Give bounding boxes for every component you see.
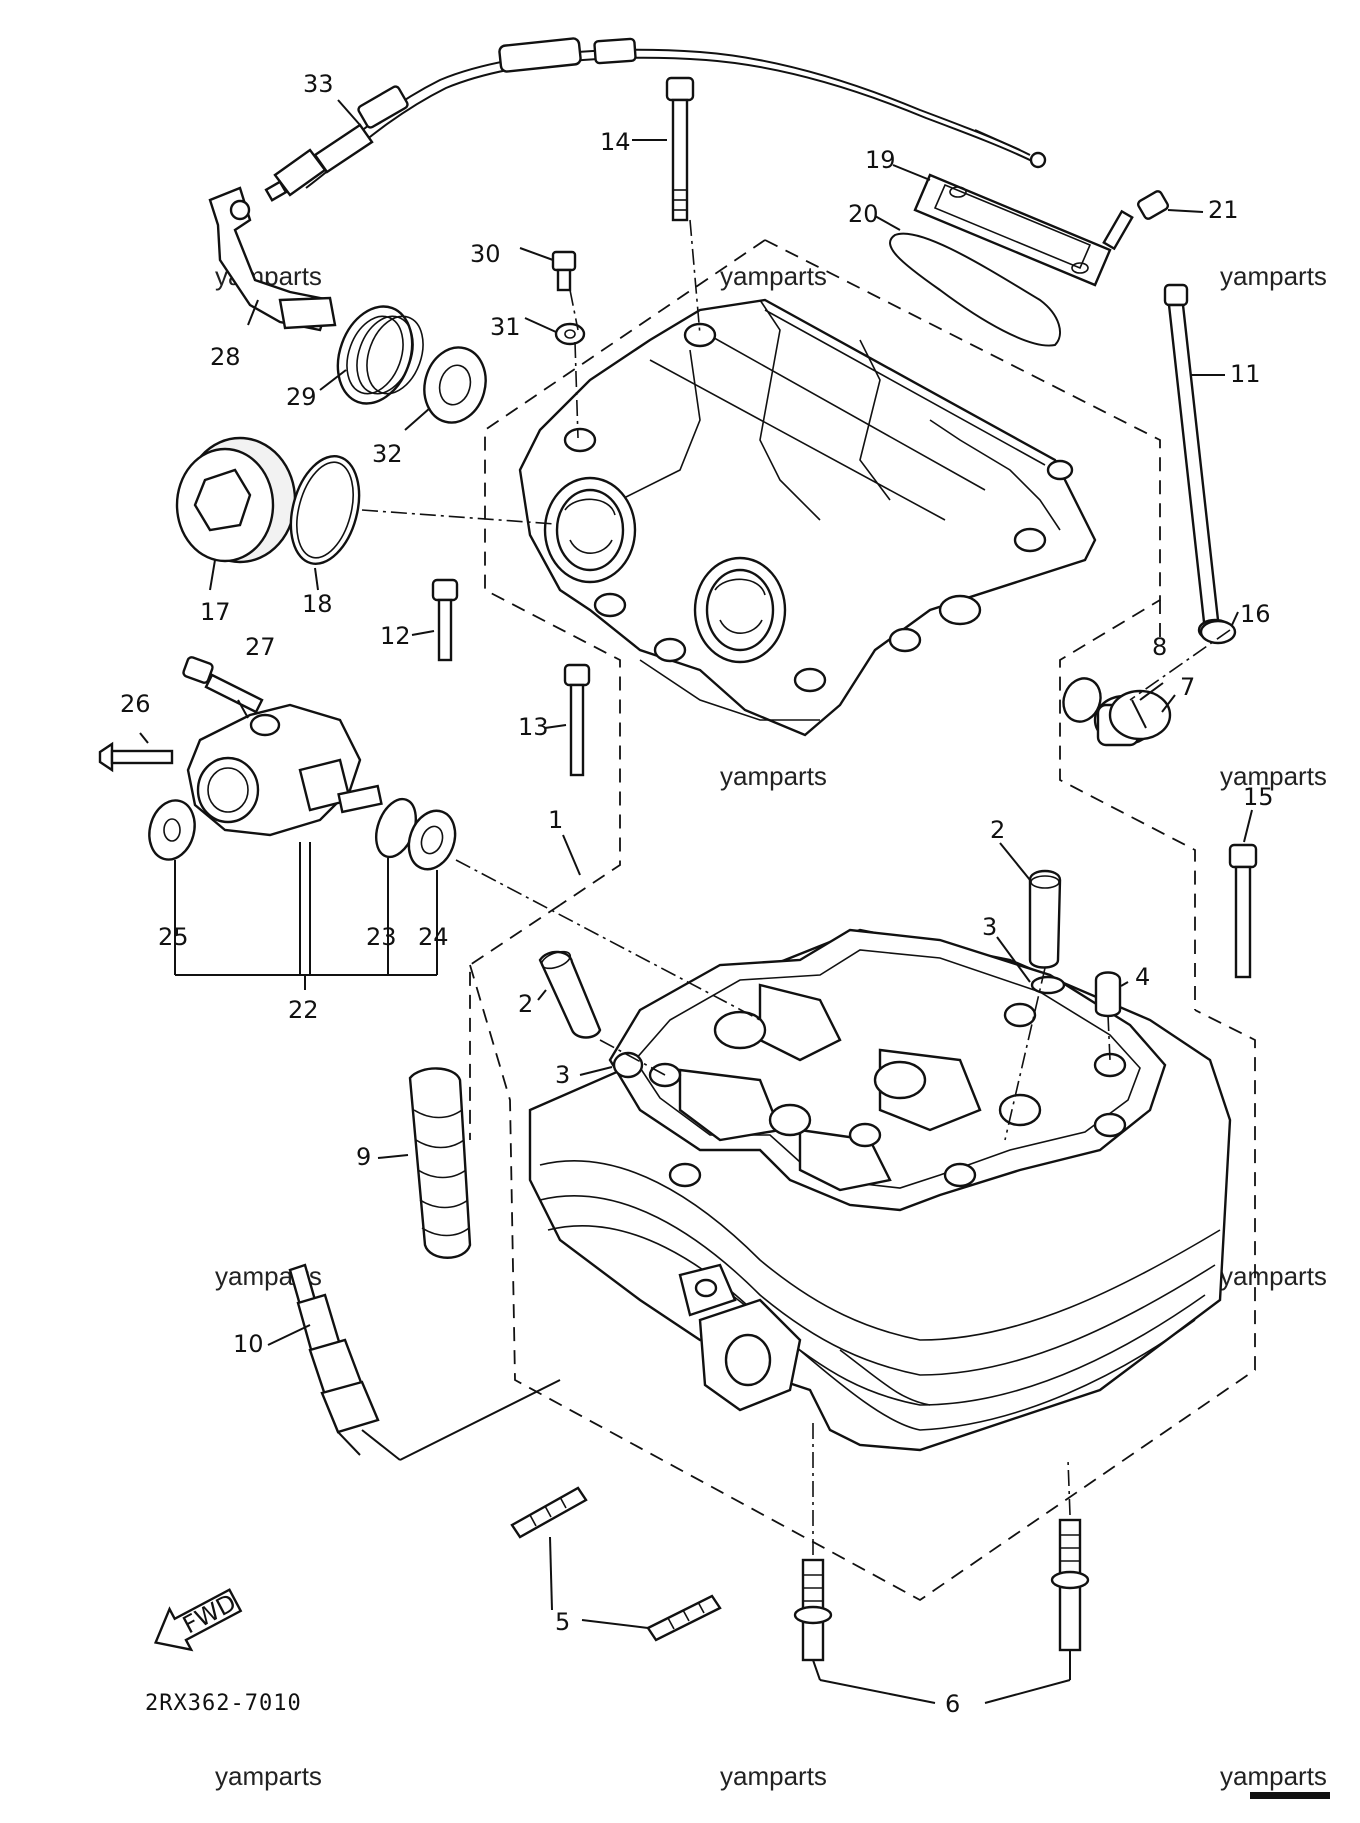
callout-25: 25: [158, 923, 189, 951]
callout-3-upper: 3: [982, 913, 997, 941]
stud-6-left: [793, 1558, 833, 1662]
watermark: yamparts: [720, 761, 827, 791]
decompression-lever: [208, 186, 337, 332]
oil-seal: [423, 346, 487, 424]
callout-23: 23: [366, 923, 397, 951]
callout-14: 14: [600, 128, 631, 156]
stud-5-lower: [646, 1594, 722, 1642]
callout-5: 5: [555, 1608, 570, 1636]
screw-27: [182, 656, 264, 714]
callout-26: 26: [120, 690, 151, 718]
lever-spring: [336, 305, 424, 405]
clip-3-lower: [612, 1051, 644, 1079]
decompression-housing: [186, 703, 383, 837]
cylinder-head: [528, 928, 1232, 1452]
bolt-21: [1102, 190, 1169, 251]
diagram-code: 2RX362-7010: [145, 1691, 302, 1716]
bolt-30: [551, 250, 586, 346]
callout-6: 6: [945, 1690, 960, 1718]
stud-5-upper: [510, 1486, 588, 1539]
callout-19: 19: [865, 146, 896, 174]
callout-12: 12: [380, 622, 411, 650]
watermark: yamparts: [720, 1761, 827, 1791]
callout-15: 15: [1243, 783, 1274, 811]
o-ring-8: [1062, 677, 1102, 723]
callout-31: 31: [490, 313, 521, 341]
screw-26: [98, 741, 174, 773]
callout-16: 16: [1240, 600, 1271, 628]
bolt-13: [563, 663, 591, 777]
cover-gasket: [889, 232, 1061, 347]
callout-22: 22: [288, 996, 319, 1024]
callout-2-upper: 2: [990, 816, 1005, 844]
front-arrow-label: FWD: [178, 1588, 241, 1639]
group-outlines: [469, 239, 1256, 1602]
washer-25: [148, 799, 196, 861]
o-ring: [289, 455, 361, 565]
watermark: yamparts: [1220, 1261, 1327, 1291]
callout-13: 13: [518, 713, 549, 741]
callout-10: 10: [233, 1330, 264, 1358]
chain-guide: [408, 1067, 472, 1259]
callout-11: 11: [1230, 360, 1261, 388]
bolt-12: [431, 578, 459, 662]
callout-32: 32: [372, 440, 403, 468]
callout-1: 1: [548, 806, 563, 834]
watermark: yamparts: [1220, 261, 1327, 291]
seal-24: [407, 809, 457, 871]
callout-17: 17: [200, 598, 231, 626]
callout-28: 28: [210, 343, 241, 371]
alignment-lines: [361, 219, 1231, 1555]
cylinder-head-cover: [518, 298, 1097, 737]
callout-2-lower: 2: [518, 990, 533, 1018]
decompression-cable: [264, 37, 1047, 202]
watermark: yamparts: [1220, 761, 1327, 791]
bolt-14: [665, 76, 695, 222]
stud-6-right: [1050, 1518, 1090, 1652]
leader-lines: [139, 99, 1253, 1704]
bolt-11: [1163, 283, 1233, 642]
callout-33: 33: [303, 70, 334, 98]
clip-3-upper: [1030, 975, 1066, 995]
callout-9: 9: [356, 1143, 371, 1171]
bolt-15: [1228, 843, 1258, 979]
breather-cover: [913, 173, 1112, 287]
valve-guide-lower: [538, 950, 602, 1039]
callout-7: 7: [1180, 673, 1195, 701]
callout-3-lower: 3: [555, 1061, 570, 1089]
callout-18: 18: [302, 590, 333, 618]
tappet-cover: [175, 436, 297, 564]
cap-7: [1093, 689, 1172, 747]
callout-20: 20: [848, 200, 879, 228]
callout-4: 4: [1135, 963, 1150, 991]
callout-8: 8: [1152, 633, 1167, 661]
spark-plug: [288, 1263, 380, 1456]
watermark: yamparts: [215, 1761, 322, 1791]
watermark: yamparts: [1220, 1761, 1327, 1791]
washer-16: [1199, 619, 1237, 645]
watermark: yamparts: [720, 261, 827, 291]
dowel-4: [1094, 971, 1122, 1018]
callout-29: 29: [286, 383, 317, 411]
front-arrow-icon: FWD: [153, 1588, 243, 1652]
callouts: 33 28 29 32 17 18 30 31 14 19 20 21 11 1…: [120, 70, 1274, 1718]
callout-27: 27: [245, 633, 276, 661]
valve-guide-upper: [1028, 869, 1062, 969]
corner-mark: [1250, 1792, 1330, 1799]
callout-21: 21: [1208, 196, 1239, 224]
callout-30: 30: [470, 240, 501, 268]
callout-24: 24: [418, 923, 449, 951]
